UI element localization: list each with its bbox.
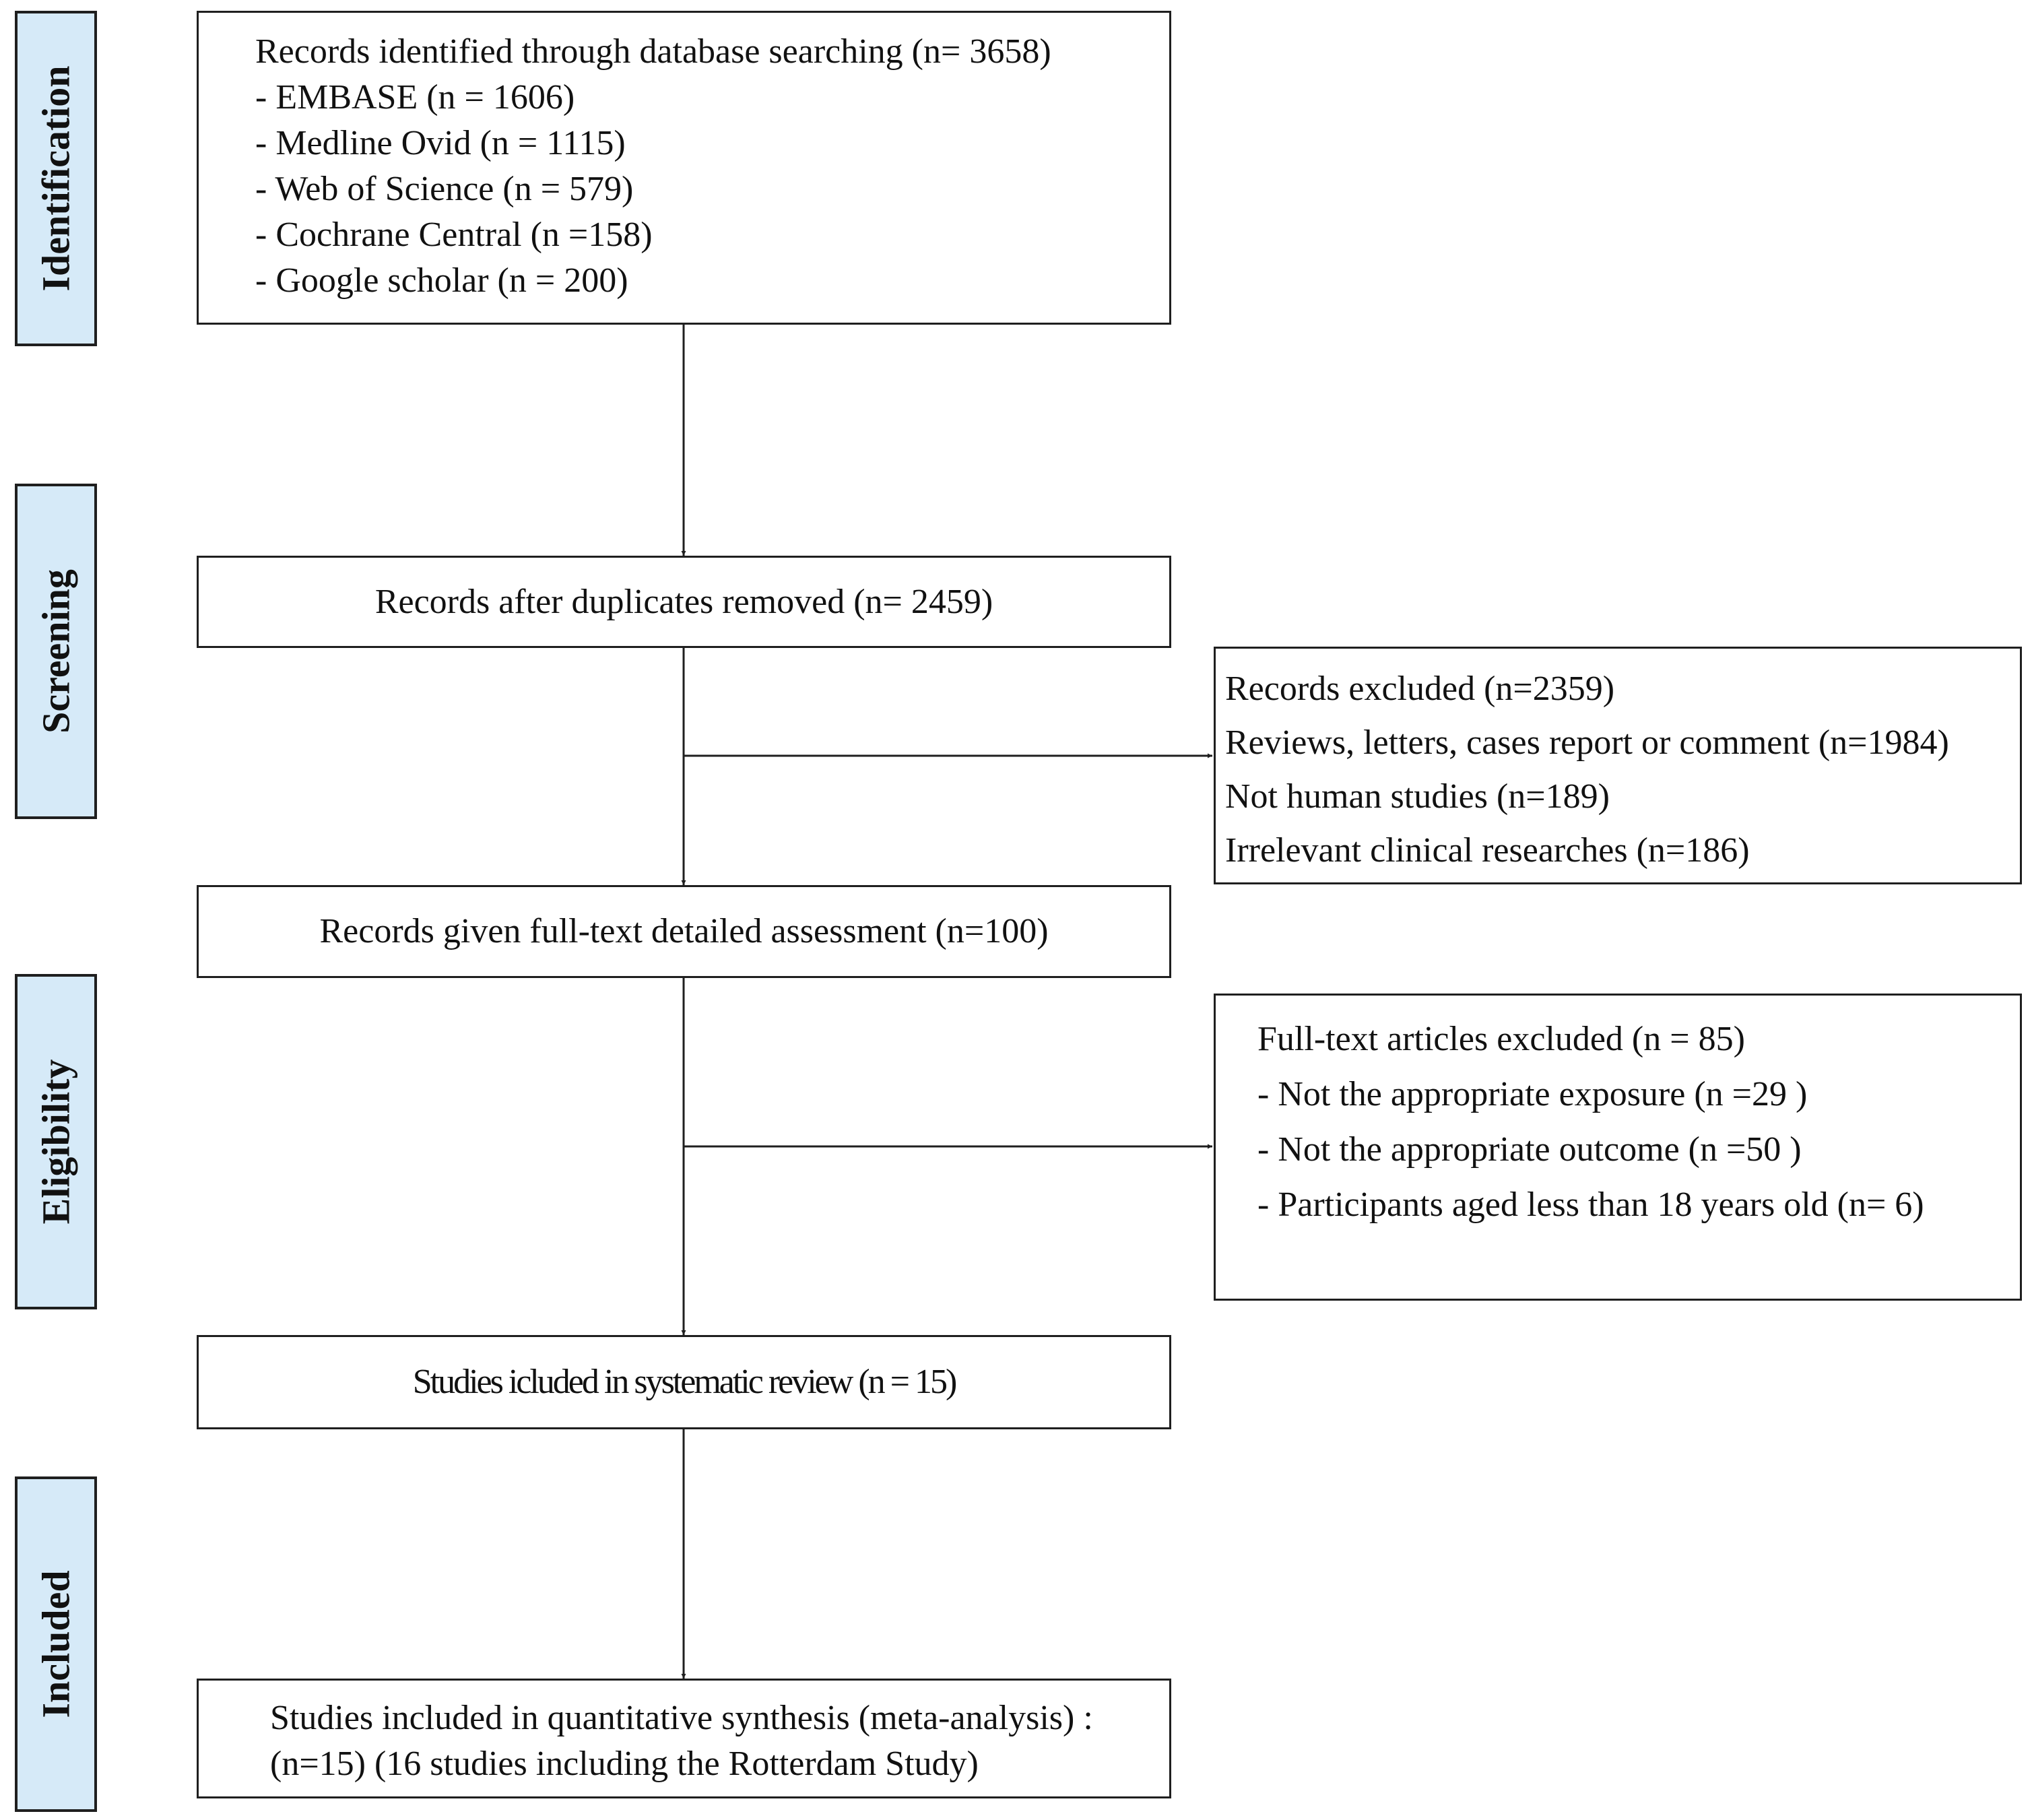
records-excluded-total: Records excluded (n=2359): [1225, 670, 1615, 708]
phase-screening: Screening: [15, 484, 97, 819]
systematic-review-box: Studies icluded in systematic review (n …: [197, 1335, 1171, 1429]
source-medline-ovid: - Medline Ovid (n = 1115): [255, 124, 626, 162]
fulltext-excluded-box: Full-text articles excluded (n = 85) - N…: [1214, 994, 2022, 1301]
excluded-age: - Participants aged less than 18 years o…: [1257, 1185, 1924, 1224]
fulltext-excluded-total: Full-text articles excluded (n = 85): [1257, 1020, 1745, 1058]
excluded-not-human: Not human studies (n=189): [1225, 777, 1610, 816]
source-google-scholar: - Google scholar (n = 200): [255, 261, 628, 300]
meta-analysis-line-2: (n=15) (16 studies including the Rotterd…: [270, 1745, 979, 1783]
identification-box: Records identified through database sear…: [197, 11, 1171, 325]
fulltext-assessment-text: Records given full-text detailed assessm…: [319, 912, 1049, 951]
meta-analysis-line-1: Studies included in quantitative synthes…: [270, 1699, 1093, 1737]
systematic-review-text: Studies icluded in systematic review (n …: [412, 1363, 958, 1402]
duplicates-removed-box: Records after duplicates removed (n= 245…: [197, 556, 1171, 648]
duplicates-removed-text: Records after duplicates removed (n= 245…: [374, 582, 993, 621]
excluded-exposure: - Not the appropriate exposure (n =29 ): [1257, 1075, 1808, 1113]
phase-identification: Identification: [15, 11, 97, 346]
meta-analysis-box: Studies included in quantitative synthes…: [197, 1679, 1171, 1798]
identification-title: Records identified through database sear…: [255, 32, 1051, 71]
phase-included-label: Included: [34, 1570, 78, 1718]
source-web-of-science: - Web of Science (n = 579): [255, 170, 634, 208]
phase-eligibility: Eligibility: [15, 974, 97, 1309]
source-embase: - EMBASE (n = 1606): [255, 78, 575, 117]
excluded-outcome: - Not the appropriate outcome (n =50 ): [1257, 1130, 1802, 1169]
records-excluded-box: Records excluded (n=2359) Reviews, lette…: [1214, 647, 2022, 884]
phase-identification-label: Identification: [34, 65, 78, 292]
phase-screening-label: Screening: [34, 569, 78, 734]
source-cochrane-central: - Cochrane Central (n =158): [255, 216, 653, 254]
excluded-reviews-letters: Reviews, letters, cases report or commen…: [1225, 723, 1949, 762]
phase-included: Included: [15, 1476, 97, 1812]
excluded-irrelevant-clinical: Irrelevant clinical researches (n=186): [1225, 831, 1750, 870]
fulltext-assessment-box: Records given full-text detailed assessm…: [197, 885, 1171, 978]
phase-eligibility-label: Eligibility: [34, 1059, 78, 1225]
